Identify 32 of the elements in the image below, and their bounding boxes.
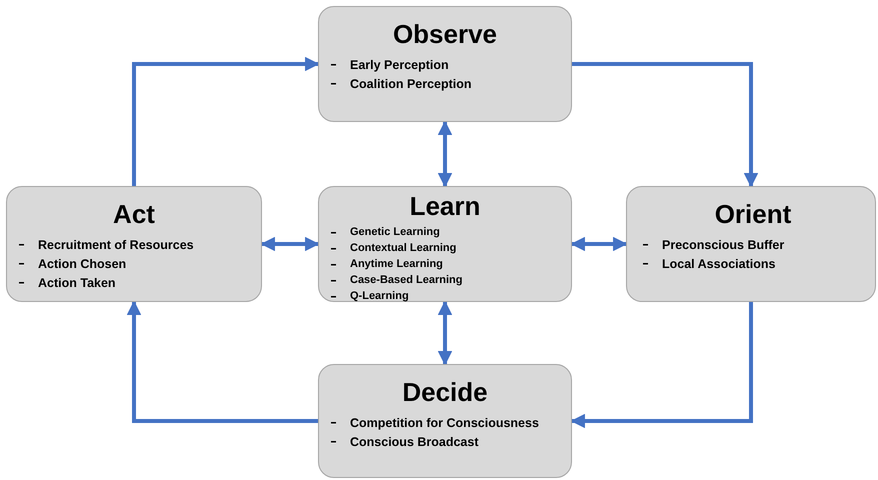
process-box bbox=[626, 186, 876, 302]
box-heading: Learn bbox=[408, 191, 482, 221]
list-item: Genetic Learning bbox=[350, 225, 440, 240]
arrow bbox=[260, 236, 320, 252]
process-box bbox=[6, 186, 262, 302]
list-item: Q-Learning bbox=[350, 289, 409, 304]
arrow bbox=[570, 302, 753, 428]
box-heading: Observe bbox=[392, 19, 498, 49]
list-item: Coalition Perception bbox=[350, 76, 472, 92]
list-item: Local Associations bbox=[662, 256, 776, 272]
list-item: Early Perception bbox=[350, 57, 449, 73]
process-box bbox=[318, 364, 572, 478]
list-item: Contextual Learning bbox=[350, 241, 456, 256]
list-item: Preconscious Buffer bbox=[662, 237, 784, 253]
list-item: Case-Based Learning bbox=[350, 273, 462, 288]
list-item: Conscious Broadcast bbox=[350, 434, 479, 450]
box-heading: Decide bbox=[401, 377, 489, 407]
arrow bbox=[126, 300, 318, 423]
arrow bbox=[570, 236, 628, 252]
list-item: Action Taken bbox=[38, 275, 116, 291]
arrow bbox=[132, 56, 320, 186]
arrow bbox=[438, 120, 452, 188]
arrow bbox=[438, 300, 452, 366]
list-item: Anytime Learning bbox=[350, 257, 443, 272]
list-item: Action Chosen bbox=[38, 256, 126, 272]
list-item: Competition for Consciousness bbox=[350, 415, 539, 431]
list-item: Recruitment of Resources bbox=[38, 237, 194, 253]
arrow bbox=[572, 62, 758, 188]
box-heading: Orient bbox=[714, 199, 792, 229]
box-heading: Act bbox=[112, 199, 156, 229]
process-box bbox=[318, 186, 572, 302]
process-box bbox=[318, 6, 572, 122]
